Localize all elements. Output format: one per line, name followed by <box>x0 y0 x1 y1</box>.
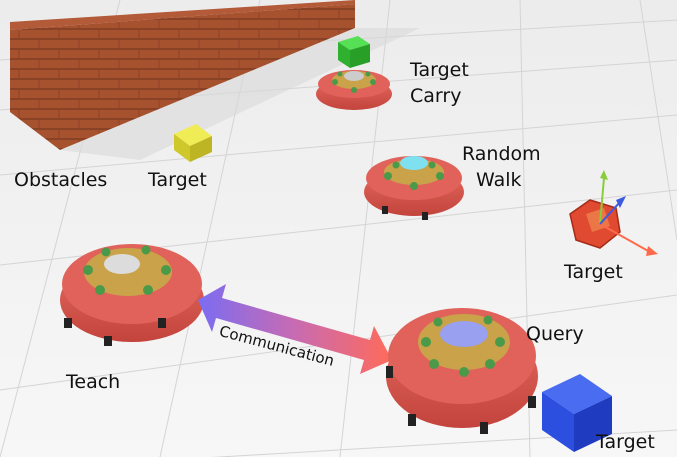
label-obstacles: Obstacles <box>14 169 108 191</box>
target-yellow-cube <box>174 124 212 162</box>
label-target-carry-line2: Carry <box>410 85 462 107</box>
robot-target-carry <box>316 70 392 110</box>
brick-wall-obstacle <box>10 0 420 160</box>
communication-arrow <box>198 284 392 374</box>
robot-query <box>386 308 538 434</box>
robot-random-walk <box>364 156 464 220</box>
label-target-yellow: Target <box>148 169 207 191</box>
label-random-walk-line1: Random <box>462 143 541 165</box>
target-blue-cube <box>542 374 612 452</box>
label-query: Query <box>526 323 584 345</box>
label-target-red: Target <box>564 261 623 283</box>
label-target-carry-line1: Target <box>410 59 469 81</box>
label-teach: Teach <box>66 371 121 393</box>
target-red-cube <box>569 170 658 256</box>
robot-teach <box>60 244 204 346</box>
label-target-blue: Target <box>596 431 655 453</box>
label-random-walk-line2: Walk <box>476 169 522 191</box>
target-green-cube <box>338 36 370 68</box>
